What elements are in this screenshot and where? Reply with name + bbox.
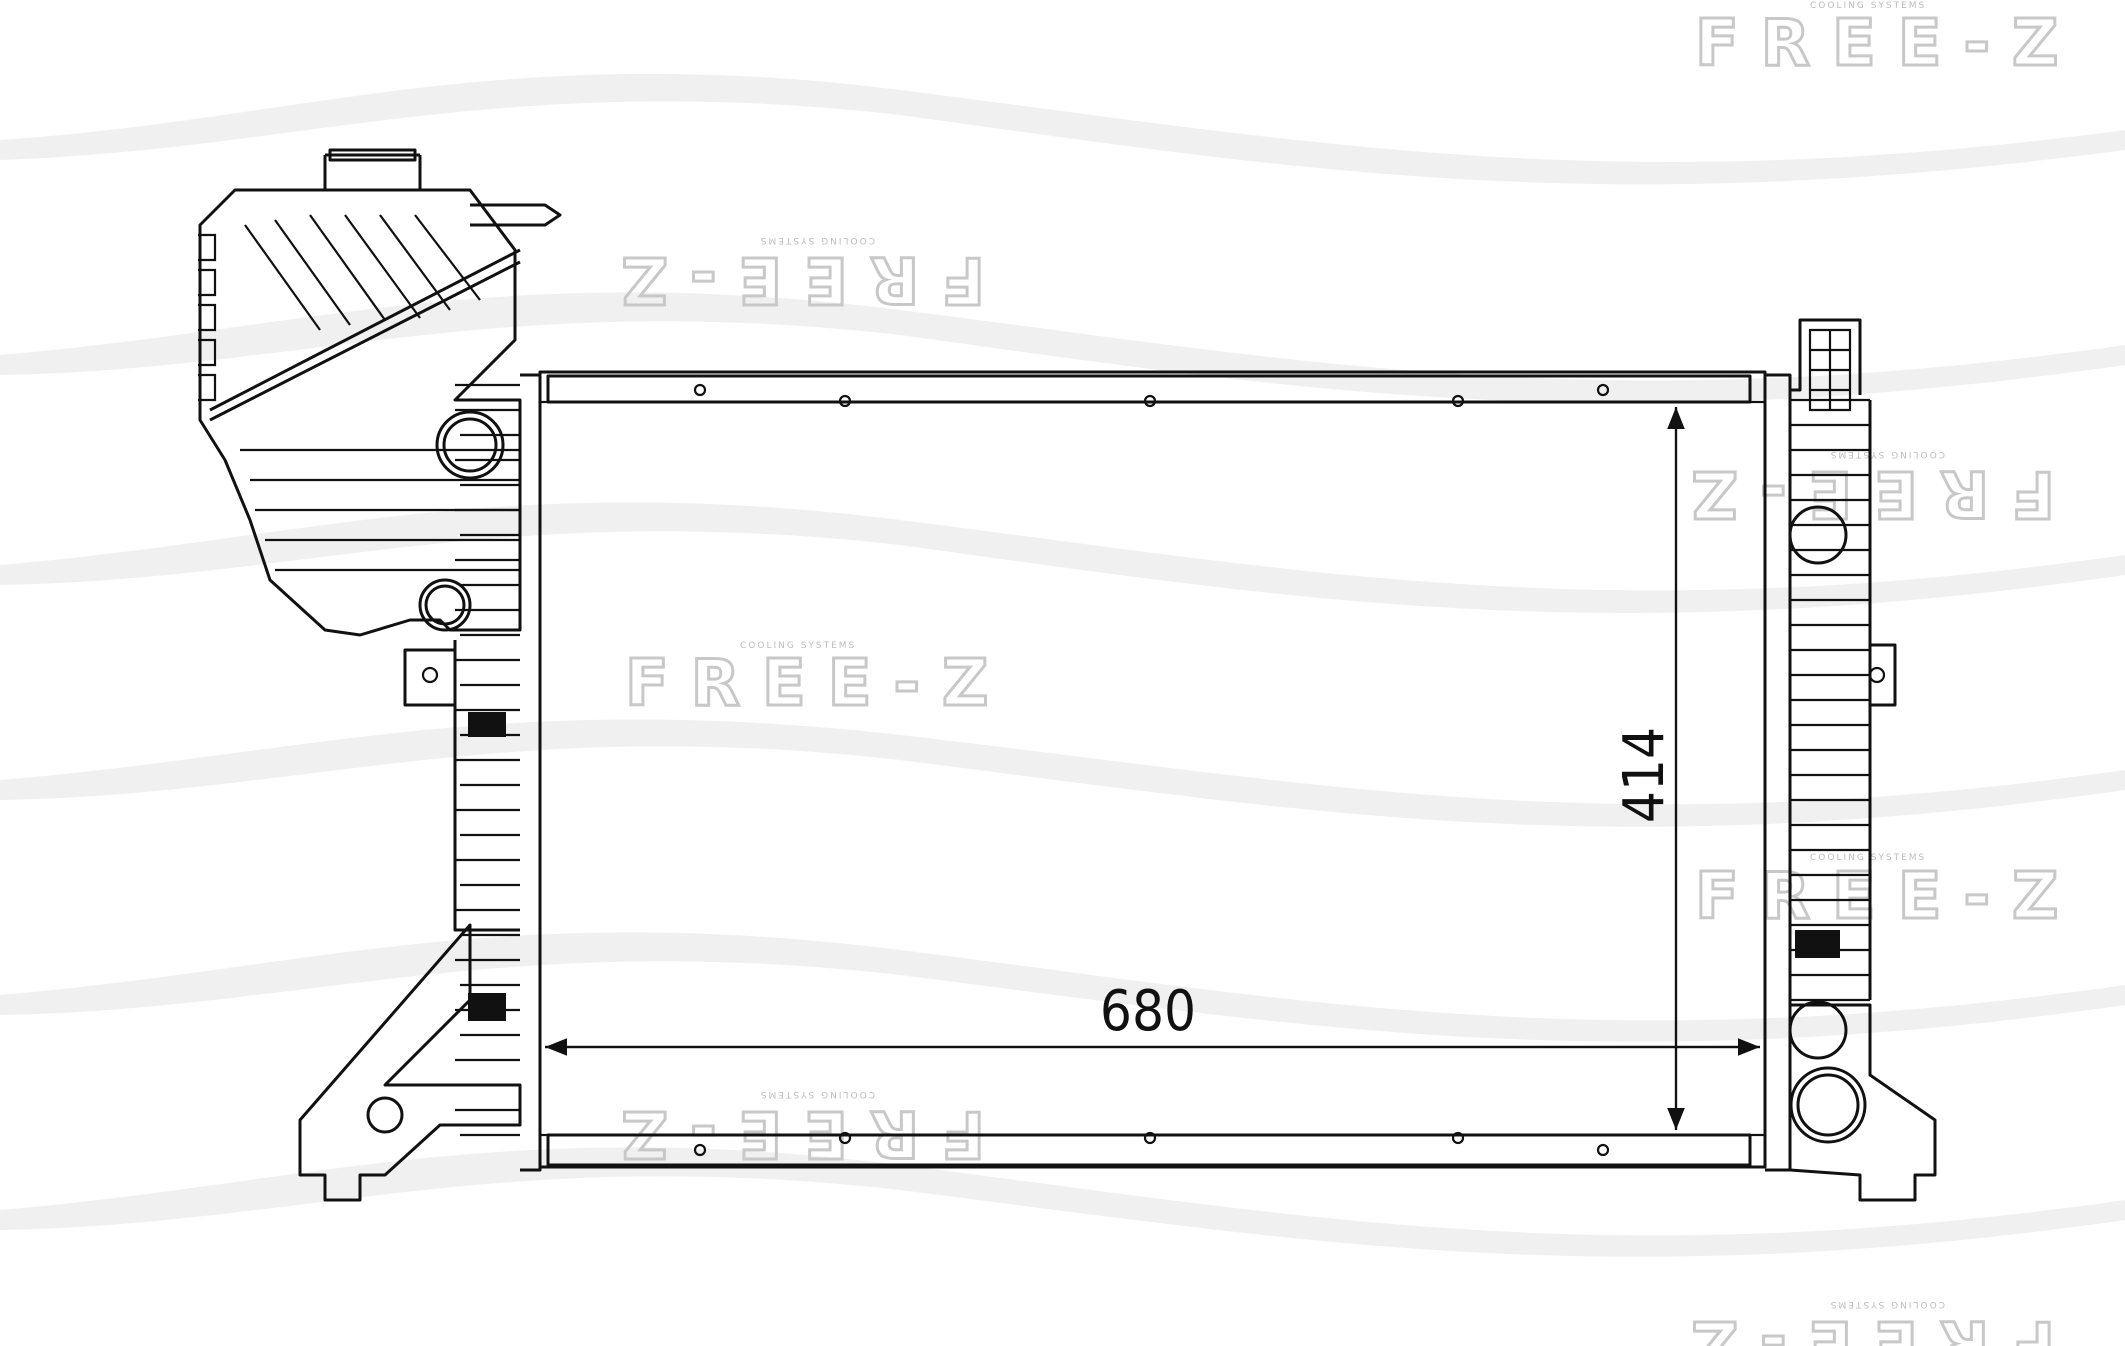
watermark-tagline: COOLING SYSTEMS	[740, 641, 856, 651]
watermark-waves	[0, 73, 2125, 1257]
watermark-brand: FREE-Z	[1670, 1306, 2055, 1346]
width-label: 680	[1100, 979, 1196, 1044]
left-fins	[455, 383, 520, 1137]
watermark-tagline: COOLING SYSTEMS	[759, 235, 875, 245]
right-tank	[1765, 318, 1937, 1202]
expansion-tank	[198, 148, 562, 637]
radiator-core	[538, 370, 1767, 1169]
watermark-brand: FREE-Z	[1695, 860, 2080, 934]
watermark-logos: FREE-Z COOLING SYSTEMS FREE-Z COOLING SY…	[598, 1, 2080, 1346]
watermark-brand: FREE-Z	[600, 242, 985, 316]
watermark-brand: FREE-Z	[625, 647, 1010, 721]
watermark-brand: FREE-Z	[1695, 7, 2080, 81]
watermark-tagline: COOLING SYSTEMS	[1829, 449, 1945, 459]
watermark-brand: FREE-Z	[1670, 456, 2055, 530]
watermark-tagline: COOLING SYSTEMS	[1810, 853, 1926, 863]
dimension-height: 414	[1612, 407, 1685, 1130]
watermark-tagline: COOLING SYSTEMS	[759, 1089, 875, 1099]
watermark-tagline: COOLING SYSTEMS	[1829, 1299, 1945, 1309]
height-label: 414	[1612, 727, 1677, 823]
left-tank	[298, 373, 542, 1202]
watermark-brand: FREE-Z	[600, 1096, 985, 1170]
dimension-width: 680	[545, 979, 1760, 1056]
watermark-tagline: COOLING SYSTEMS	[1810, 1, 1926, 11]
